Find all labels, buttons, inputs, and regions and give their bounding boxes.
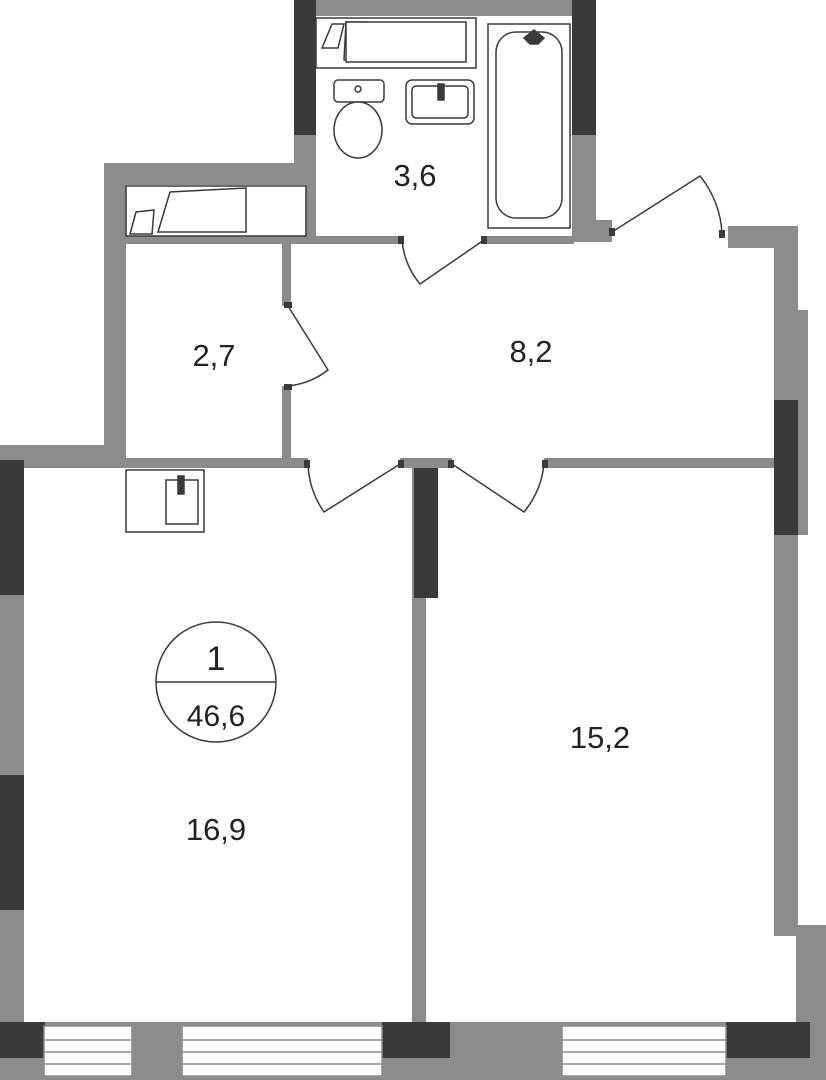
door-jambs <box>284 228 725 468</box>
partition <box>282 244 291 306</box>
column <box>0 1022 45 1058</box>
room-area-kitchen-living: 16,9 <box>186 812 246 847</box>
partition <box>484 236 574 244</box>
partition <box>24 458 308 468</box>
column <box>0 460 24 595</box>
toilet-bowl <box>333 101 383 159</box>
entrance-door <box>611 175 723 235</box>
columns <box>0 0 810 1058</box>
partition <box>282 386 291 462</box>
column <box>572 0 596 135</box>
column <box>414 460 438 598</box>
wall-niche-left <box>104 163 126 453</box>
wall-partition-vertical <box>412 460 426 1030</box>
window <box>181 1025 383 1077</box>
total-area: 46,6 <box>187 700 245 733</box>
partitions <box>24 236 774 468</box>
storage-door <box>287 305 329 387</box>
window <box>43 1025 133 1077</box>
room-area-bedroom: 15,2 <box>570 720 630 755</box>
wall-right-step <box>796 310 808 535</box>
wall-niche-right <box>306 165 316 240</box>
windows <box>43 1025 727 1077</box>
kitchen-door <box>307 463 401 514</box>
column <box>294 0 316 135</box>
column <box>382 1022 450 1058</box>
bathroom-door <box>401 239 485 286</box>
partition <box>126 236 316 244</box>
column <box>774 400 798 535</box>
wall-right-outer <box>774 226 798 936</box>
wall-bath-bottom-right <box>572 220 612 242</box>
partition <box>310 236 400 244</box>
fixtures <box>125 17 571 533</box>
partition <box>400 458 452 468</box>
column <box>726 1022 810 1058</box>
column <box>0 775 24 910</box>
rooms-count: 1 <box>207 640 226 678</box>
bedroom-door <box>451 463 545 514</box>
partition <box>544 458 774 468</box>
room-area-bathroom: 3,6 <box>393 158 436 193</box>
room-area-storage: 2,7 <box>192 338 235 373</box>
window <box>561 1025 727 1077</box>
wall-bath-top <box>294 0 594 16</box>
apartment-badge: 1 46,6 <box>155 621 277 743</box>
room-area-hall: 8,2 <box>509 334 552 369</box>
wall-niche-top <box>104 163 316 185</box>
